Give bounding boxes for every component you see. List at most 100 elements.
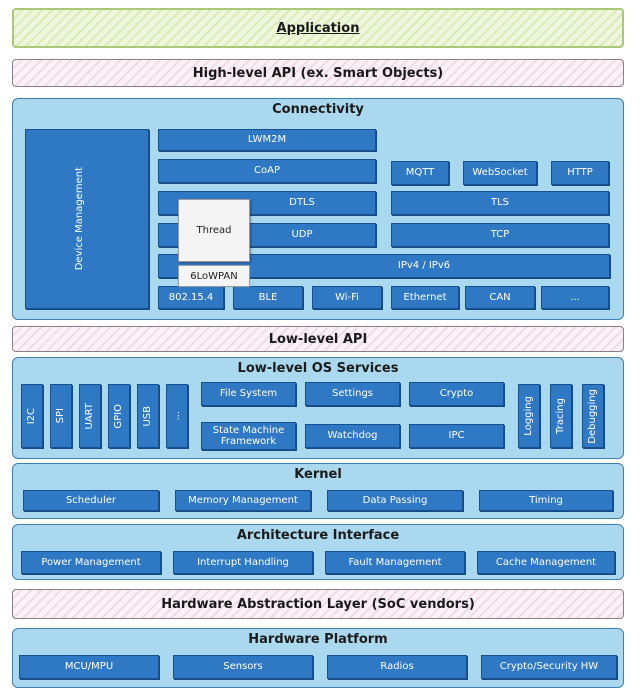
lwm2m-block: LWM2M (158, 129, 376, 151)
arch-power-management-label: Power Management (41, 556, 141, 568)
thread-box: Thread (178, 199, 250, 262)
arch-interrupt-handling: Interrupt Handling (173, 551, 313, 574)
arch-interrupt-handling-label: Interrupt Handling (197, 556, 289, 568)
coap-block: CoAP (158, 159, 376, 183)
tracing-block: Tracing (550, 384, 572, 448)
tls-label: TLS (490, 197, 510, 209)
peripheral-gpio-label: GPIO (113, 403, 125, 429)
watchdog-label: Watchdog (327, 430, 378, 442)
kernel-timing-label: Timing (529, 494, 563, 506)
link-ethernet: Ethernet (391, 286, 459, 309)
file-system-block: File System (201, 382, 296, 406)
kernel-memory-management: Memory Management (175, 490, 311, 511)
ipc-block: IPC (409, 424, 504, 448)
application-label: Application (276, 20, 360, 36)
debugging-block: Debugging (582, 384, 604, 448)
low-level-api-label: Low-level API (268, 331, 368, 347)
connectivity-title: Connectivity (272, 102, 364, 117)
crypto-label: Crypto (439, 388, 474, 400)
kernel-section: Kernel Scheduler Memory Management Data … (12, 463, 624, 519)
lwm2m-label: LWM2M (247, 134, 287, 146)
peripheral-more-label: ... (171, 411, 183, 421)
kernel-title: Kernel (294, 467, 342, 482)
device-management-label: Device Management (74, 167, 85, 271)
state-machine-block: State Machine Framework (201, 422, 296, 450)
peripheral-usb: USB (137, 384, 159, 448)
low-level-api-layer: Low-level API (12, 326, 624, 352)
thread-label: Thread (196, 225, 232, 236)
link-wifi: Wi-Fi (312, 286, 382, 309)
peripheral-gpio: GPIO (108, 384, 130, 448)
high-level-api-label: High-level API (ex. Smart Objects) (192, 65, 444, 81)
peripheral-i2c-label: I2C (26, 407, 38, 425)
debugging-label: Debugging (587, 388, 599, 444)
arch-fault-management: Fault Management (325, 551, 465, 574)
dtls-label: DTLS (289, 197, 315, 209)
low-level-os-section: Low-level OS Services I2C SPI UART GPIO … (12, 357, 624, 459)
device-management-block: Device Management (25, 129, 149, 309)
kernel-data-passing-label: Data Passing (362, 494, 428, 506)
logging-label: Logging (523, 396, 535, 436)
hal-label: Hardware Abstraction Layer (SoC vendors) (161, 596, 475, 612)
coap-label: CoAP (254, 165, 280, 177)
sixlowpan-box: 6LoWPAN (178, 265, 250, 287)
kernel-timing: Timing (479, 490, 613, 511)
sixlowpan-label: 6LoWPAN (190, 270, 238, 282)
link-802154: 802.15.4 (158, 286, 224, 309)
kernel-memory-management-label: Memory Management (188, 494, 298, 506)
ipv4-ipv6-label: IPv4 / IPv6 (397, 260, 451, 272)
tracing-label: Tracing (555, 398, 567, 434)
mqtt-label: MQTT (405, 167, 435, 179)
arch-power-management: Power Management (21, 551, 161, 574)
http-label: HTTP (567, 167, 593, 179)
peripheral-uart: UART (79, 384, 101, 448)
connectivity-section: Connectivity Device Management LWM2M CoA… (12, 98, 624, 320)
architecture-title: Architecture Interface (236, 528, 400, 543)
link-ethernet-label: Ethernet (403, 291, 447, 303)
settings-block: Settings (305, 382, 400, 406)
hw-mcu-mpu-label: MCU/MPU (64, 661, 114, 673)
peripheral-uart-label: UART (84, 402, 96, 430)
logging-block: Logging (518, 384, 540, 448)
hardware-section: Hardware Platform MCU/MPU Sensors Radios… (12, 628, 624, 688)
link-can: CAN (465, 286, 535, 309)
kernel-scheduler-label: Scheduler (65, 494, 117, 506)
link-ble-label: BLE (258, 291, 278, 303)
websocket-block: WebSocket (463, 161, 537, 185)
settings-label: Settings (331, 388, 373, 400)
hw-sensors-label: Sensors (223, 661, 263, 673)
crypto-block: Crypto (409, 382, 504, 406)
application-layer: Application (12, 8, 624, 48)
hardware-title: Hardware Platform (248, 632, 388, 647)
hal-layer: Hardware Abstraction Layer (SoC vendors) (12, 589, 624, 619)
kernel-data-passing: Data Passing (327, 490, 463, 511)
hw-crypto-security-label: Crypto/Security HW (499, 661, 599, 673)
kernel-scheduler: Scheduler (23, 490, 159, 511)
hw-radios: Radios (327, 655, 467, 679)
ipc-label: IPC (448, 430, 465, 442)
hw-crypto-security: Crypto/Security HW (481, 655, 617, 679)
arch-cache-management-label: Cache Management (495, 556, 597, 568)
tcp-label: TCP (490, 229, 510, 241)
link-ble: BLE (233, 286, 303, 309)
peripheral-spi-label: SPI (55, 408, 67, 424)
peripheral-i2c: I2C (21, 384, 43, 448)
architecture-section: Architecture Interface Power Management … (12, 524, 624, 580)
http-block: HTTP (551, 161, 609, 185)
state-machine-label: State Machine Framework (212, 424, 285, 448)
hw-mcu-mpu: MCU/MPU (19, 655, 159, 679)
link-can-label: CAN (489, 291, 511, 303)
tcp-block: TCP (391, 223, 609, 247)
hw-radios-label: Radios (380, 661, 414, 673)
link-802154-label: 802.15.4 (168, 291, 214, 303)
mqtt-block: MQTT (391, 161, 449, 185)
low-level-os-title: Low-level OS Services (237, 361, 399, 376)
link-more-label: ... (570, 291, 580, 303)
link-more: ... (541, 286, 609, 309)
watchdog-block: Watchdog (305, 424, 400, 448)
peripheral-spi: SPI (50, 384, 72, 448)
websocket-label: WebSocket (472, 167, 528, 179)
udp-label: UDP (291, 229, 313, 241)
hw-sensors: Sensors (173, 655, 313, 679)
arch-fault-management-label: Fault Management (348, 556, 442, 568)
